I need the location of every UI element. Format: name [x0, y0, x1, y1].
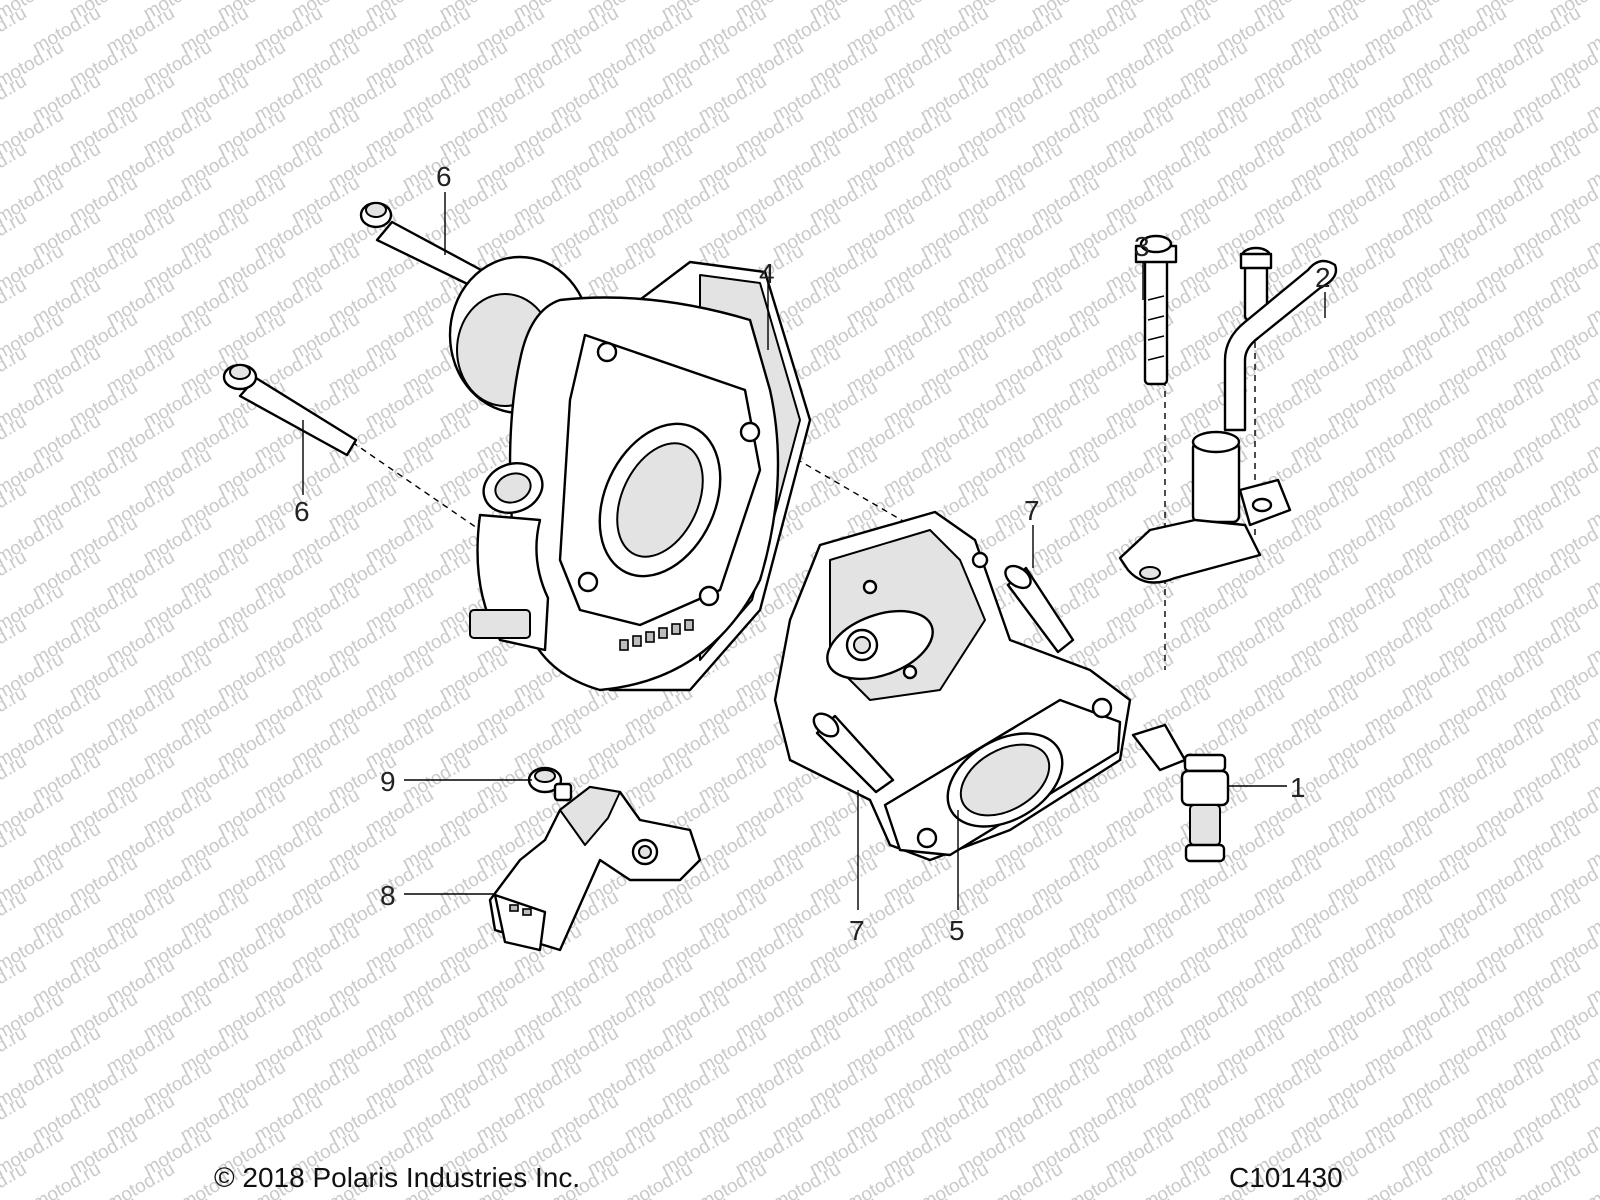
watermark-text: motod.ru	[0, 275, 30, 331]
watermark-text: motod.ru	[0, 343, 30, 399]
callout-2: 2	[1315, 262, 1331, 293]
callout-6-lower: 6	[294, 496, 310, 527]
watermark-text: motod.ru	[0, 819, 30, 875]
callout-3: 3	[1134, 231, 1150, 262]
watermark-text: motod.ru	[0, 207, 30, 263]
callout-7-upper: 7	[1024, 495, 1040, 526]
callout-4: 4	[759, 258, 775, 289]
watermark-text: motod.ru	[0, 887, 30, 943]
watermark-text: motod.ru	[0, 955, 30, 1011]
callout-1: 1	[1290, 772, 1306, 803]
copyright-notice: © 2018 Polaris Industries Inc.	[214, 1162, 581, 1193]
callout-9: 9	[380, 766, 396, 797]
callout-6-upper: 6	[436, 161, 452, 192]
watermark-text: motod.ru	[0, 1023, 30, 1079]
callout-5: 5	[949, 915, 965, 946]
watermark-text: motod.ru	[0, 3, 30, 59]
callout-8: 8	[380, 880, 396, 911]
watermark-text: motod.ru	[0, 411, 30, 467]
watermark-text: motod.ru	[0, 615, 30, 671]
figure-code: C101430	[1229, 1162, 1343, 1193]
watermark-text: motod.ru	[0, 751, 30, 807]
map-sensor	[488, 785, 702, 952]
watermark-text: motod.ru	[0, 547, 30, 603]
watermark-text: motod.ru	[0, 479, 30, 535]
watermark-text: motod.ru	[0, 71, 30, 127]
watermark-text: motod.ru	[0, 139, 30, 195]
callout-7-lower: 7	[849, 915, 865, 946]
watermark-text: motod.ru	[1583, 1159, 1600, 1200]
watermark-text: motod.ru	[0, 1091, 30, 1147]
watermark-text: motod.ru	[0, 683, 30, 739]
